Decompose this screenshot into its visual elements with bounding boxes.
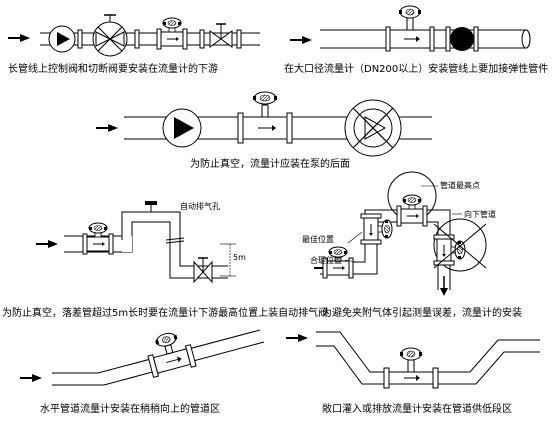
diagram-1	[7, 14, 260, 57]
flow-arrow-icon	[7, 33, 31, 43]
diagram-3	[95, 91, 432, 157]
caption-3: 为防止真空，流量计应装在泵的后面	[190, 159, 350, 170]
diagram-5	[313, 171, 487, 296]
label-best: 最佳位置	[302, 235, 334, 244]
flow-arrow-icon	[285, 333, 309, 343]
pump-icon	[162, 108, 202, 148]
flow-arrow-icon	[95, 123, 119, 133]
label-top: 管道最高点	[440, 181, 480, 190]
diagram-6	[19, 329, 265, 386]
air-vent-icon	[145, 201, 157, 212]
flexible-joint-icon	[450, 27, 474, 51]
caption-5: 为避免夹附气体引起测量误差，流量计的安装	[322, 308, 522, 319]
diagram-4	[35, 201, 236, 284]
diagram-2	[289, 5, 531, 52]
label-height: 5m	[233, 253, 246, 262]
caption-2: 在大口径流量计（DN200以上）安装管线上要加接弹性管件	[284, 64, 549, 75]
flow-arrow-icon	[19, 373, 43, 383]
flowmeter-icon	[156, 17, 188, 50]
caption-1: 长管线上控制阀和切断阀要安装在流量计的下游	[8, 64, 218, 75]
diagram-7	[285, 331, 540, 389]
flow-arrow-icon	[35, 239, 59, 249]
caption-4: 为防止真空，落差管超过5m长时要在流量计下游最高位置上装自动排气阀	[2, 308, 329, 319]
caption-7: 敞口灌入或排放流量计安装在管道供低段区	[322, 404, 512, 415]
forbidden-icon	[344, 99, 402, 157]
caption-6: 水平管道流量计安装在稍稍向上的管道区	[40, 404, 220, 415]
shutoff-valve-icon	[209, 23, 233, 48]
flowmeter-icon	[396, 194, 428, 227]
flowmeter-head	[399, 5, 421, 31]
flowmeter-icon	[82, 222, 114, 255]
pump-icon	[48, 25, 76, 53]
label-vent: 自动排气孔	[180, 202, 220, 211]
valve-icon	[92, 14, 128, 57]
flow-arrow-icon	[289, 35, 313, 45]
label-ok: 合理位置	[310, 256, 342, 265]
label-down: 向下管道	[464, 210, 496, 219]
